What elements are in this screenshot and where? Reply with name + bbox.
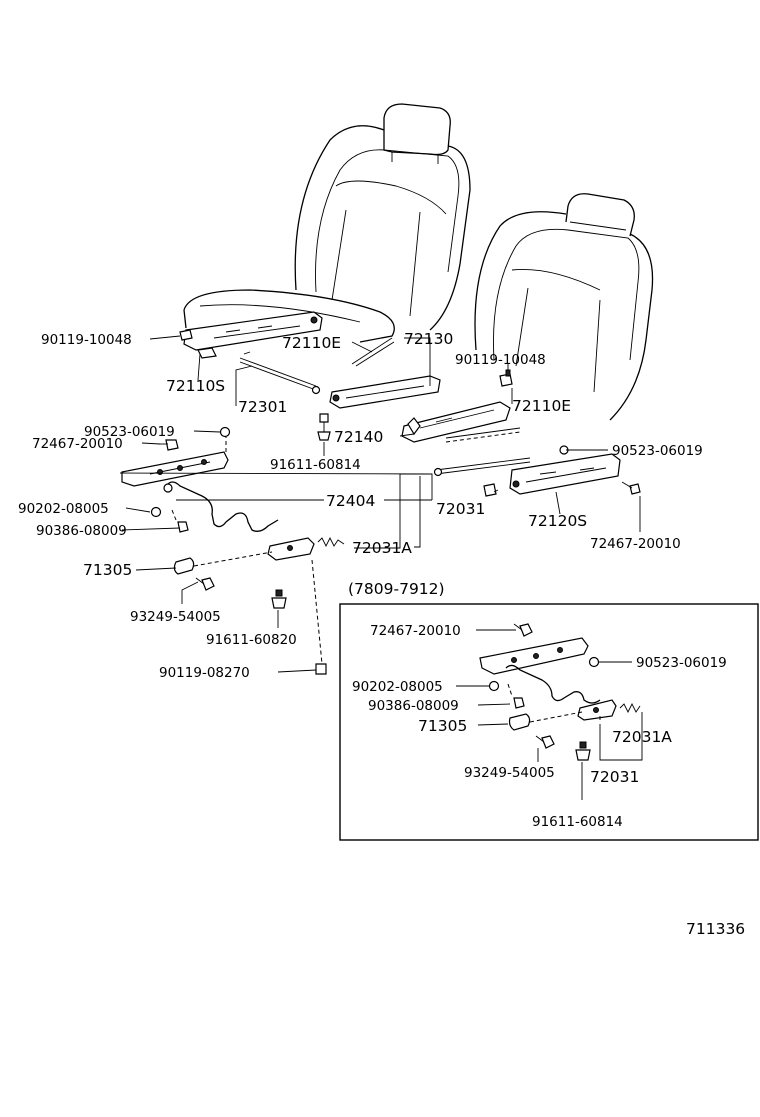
inset-variant-box bbox=[339, 603, 759, 841]
label-91611-60820: 91611-60820 bbox=[206, 632, 297, 648]
label-90202-08005-left: 90202-08005 bbox=[18, 501, 109, 517]
label-72031-inset: 72031 bbox=[590, 768, 639, 786]
label-72031A-left: 72031A bbox=[352, 539, 412, 557]
label-variant-range: (7809-7912) bbox=[348, 580, 445, 598]
label-72031-left: 72031 bbox=[436, 500, 485, 518]
label-91611-60814-top: 91611-60814 bbox=[270, 457, 361, 473]
label-93249-54005-left: 93249-54005 bbox=[130, 609, 221, 625]
label-91611-60814-inset: 91611-60814 bbox=[532, 814, 623, 830]
left-seat-illustration bbox=[179, 103, 471, 441]
part-labels: 90119-10048 72110S 72301 72110E 72130 90… bbox=[18, 330, 745, 938]
label-71305-left: 71305 bbox=[83, 561, 132, 579]
label-72140: 72140 bbox=[334, 428, 383, 446]
label-90523-06019-right: 90523-06019 bbox=[612, 443, 703, 459]
label-90386-08009-inset: 90386-08009 bbox=[368, 698, 459, 714]
label-72031A-inset: 72031A bbox=[612, 728, 672, 746]
right-seat-illustration bbox=[401, 193, 654, 497]
label-90523-06019-inset: 90523-06019 bbox=[636, 655, 727, 671]
label-72467-20010-inset: 72467-20010 bbox=[370, 623, 461, 639]
label-90523-06019-left: 90523-06019 bbox=[84, 424, 175, 440]
label-72110E-left: 72110E bbox=[282, 334, 341, 352]
leader-lines bbox=[119, 335, 643, 800]
label-71305-inset: 71305 bbox=[418, 717, 467, 735]
label-72110S: 72110S bbox=[166, 377, 225, 395]
lower-left-assembly bbox=[121, 426, 345, 675]
label-90119-10048-right: 90119-10048 bbox=[455, 352, 546, 368]
label-72404: 72404 bbox=[326, 492, 375, 510]
label-72467-20010-left: 72467-20010 bbox=[32, 436, 123, 452]
label-72301: 72301 bbox=[238, 398, 287, 416]
label-90386-08009-left: 90386-08009 bbox=[36, 523, 127, 539]
label-72467-20010-right: 72467-20010 bbox=[590, 536, 681, 552]
diagram-code: 711336 bbox=[686, 920, 745, 938]
label-72110E-right: 72110E bbox=[512, 397, 571, 415]
label-90119-08270: 90119-08270 bbox=[159, 665, 250, 681]
label-90119-10048-left: 90119-10048 bbox=[41, 332, 132, 348]
label-72120S: 72120S bbox=[528, 512, 587, 530]
label-72130: 72130 bbox=[404, 330, 453, 348]
label-93249-54005-inset: 93249-54005 bbox=[464, 765, 555, 781]
label-90202-08005-inset: 90202-08005 bbox=[352, 679, 443, 695]
